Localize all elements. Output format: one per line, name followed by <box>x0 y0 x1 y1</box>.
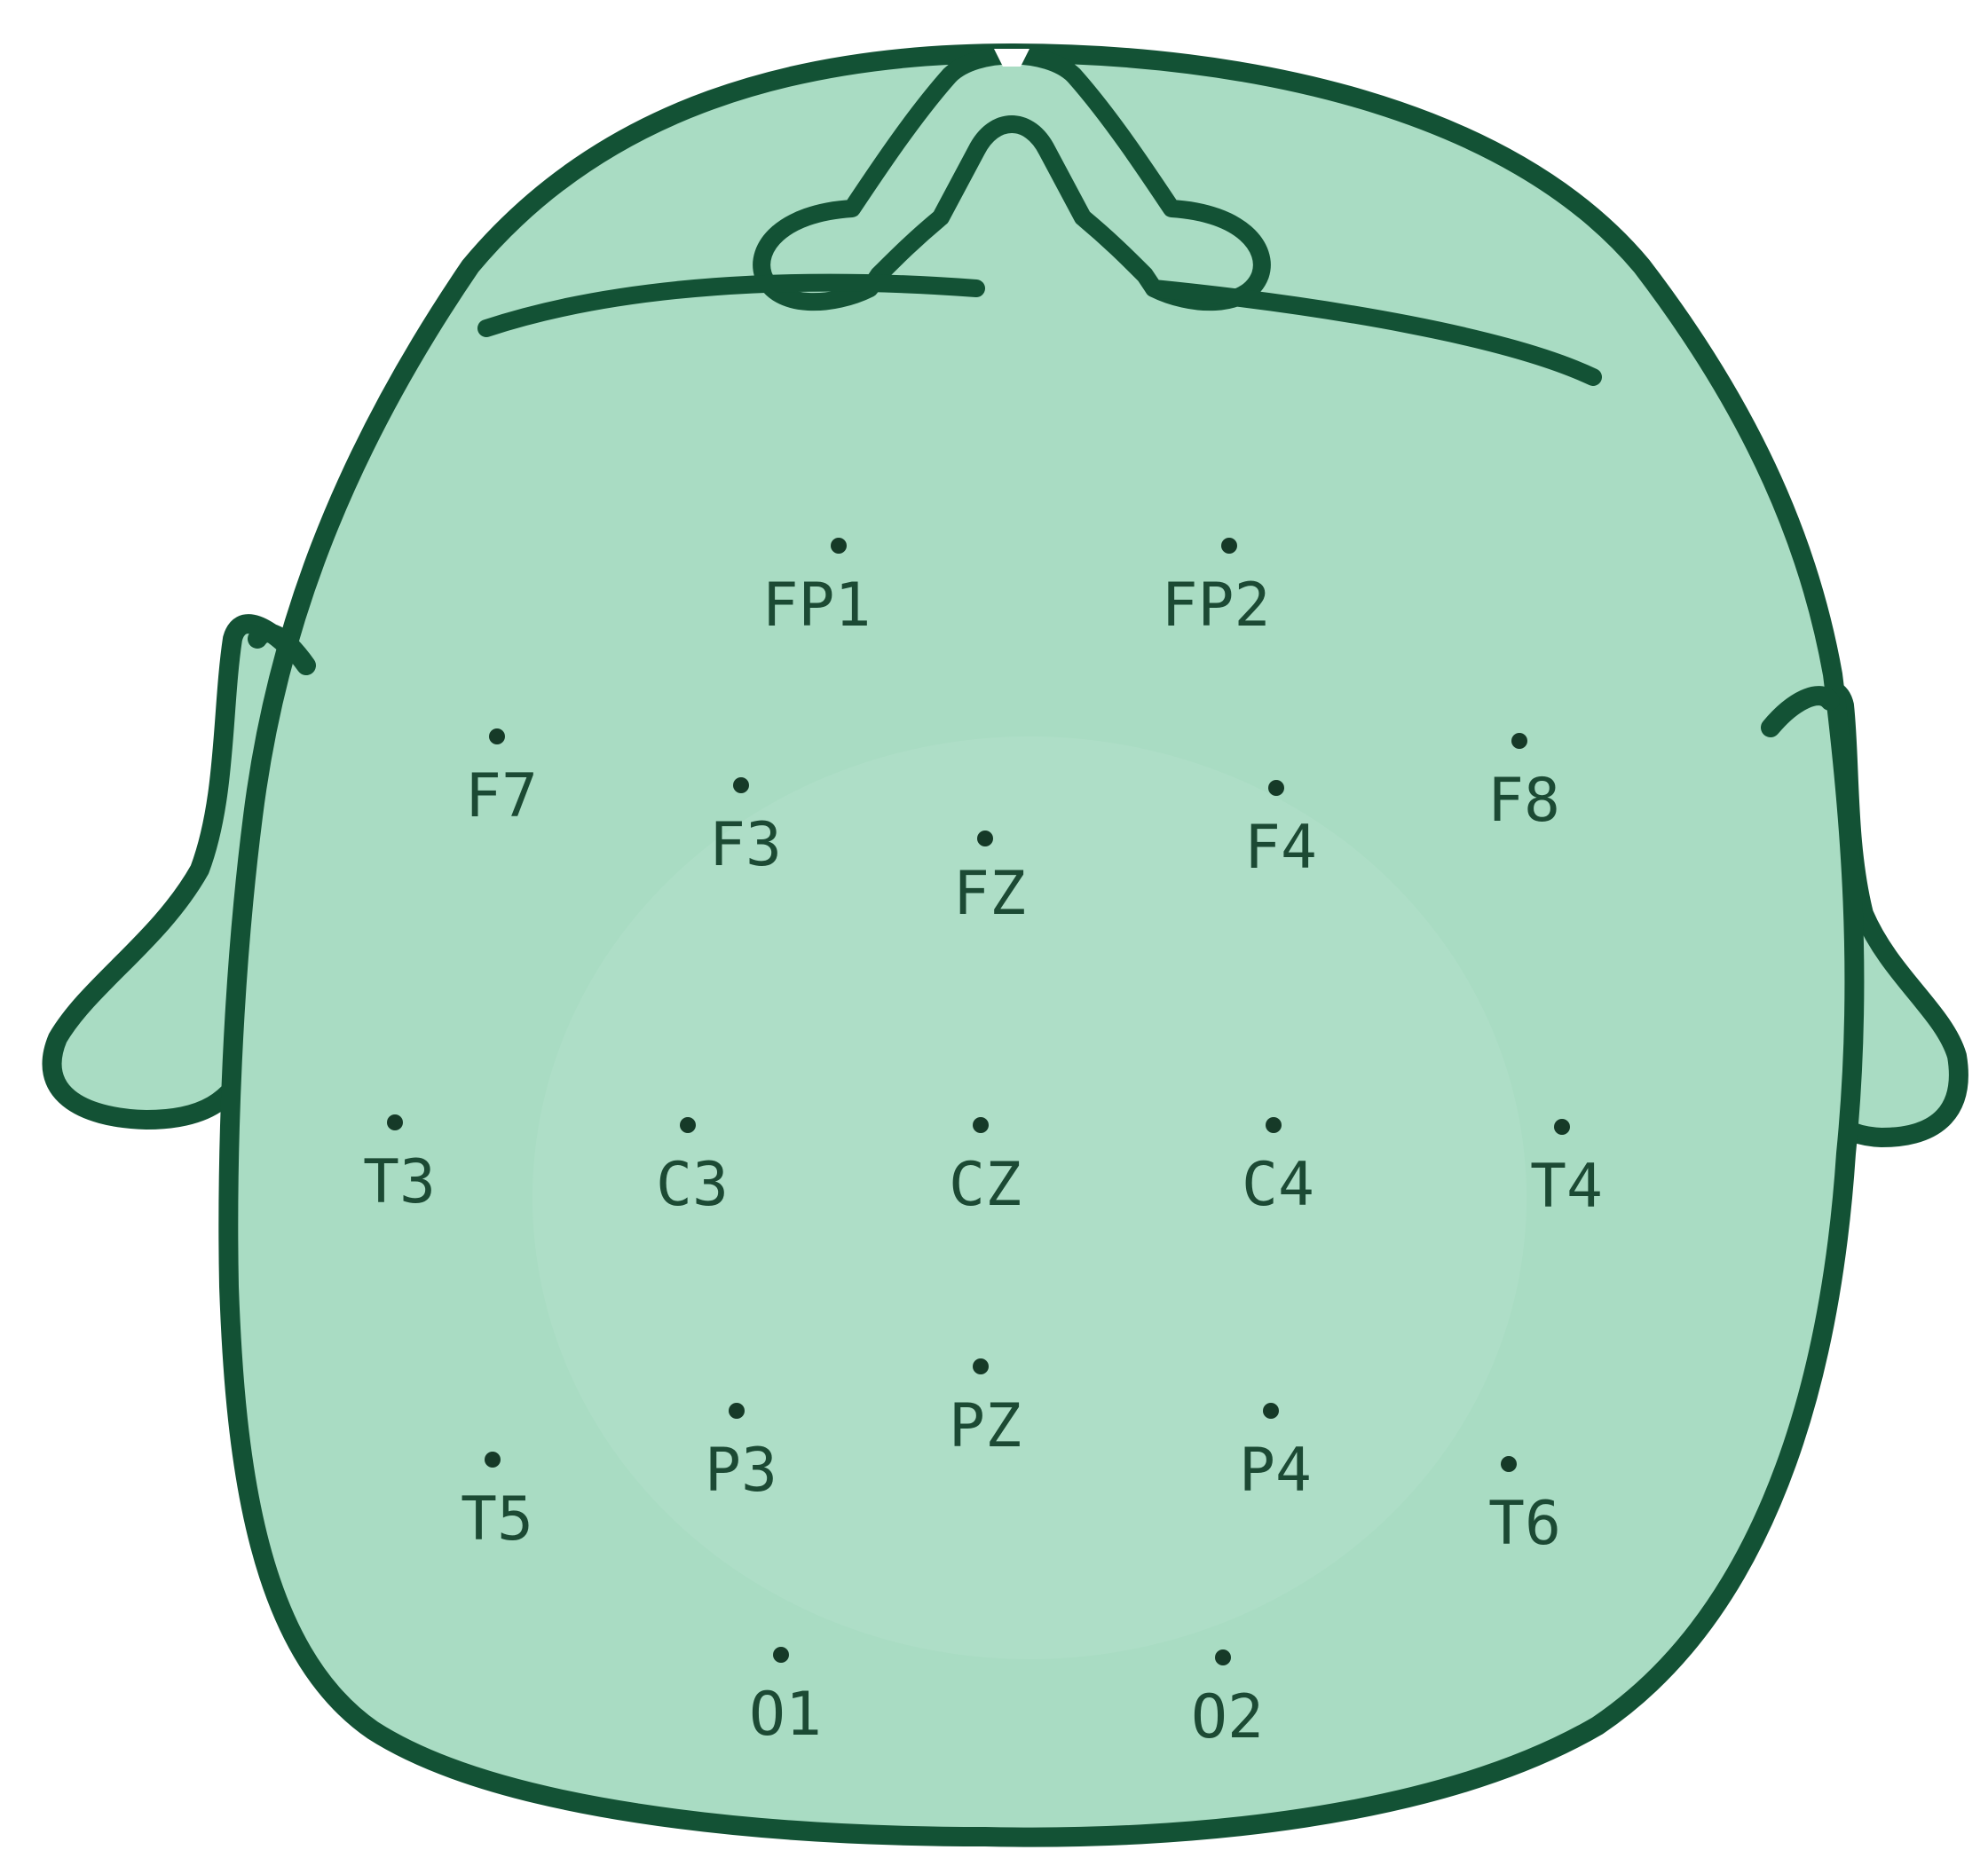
electrode-dot-t6 <box>1501 1456 1517 1472</box>
electrode-dot-f7 <box>489 728 505 744</box>
electrode-label-t5: T5 <box>461 1484 533 1555</box>
electrode-label-fp1: FP1 <box>762 571 872 641</box>
electrode-label-p4: P4 <box>1239 1436 1312 1506</box>
electrode-dot-f3 <box>733 777 749 793</box>
electrode-label-f4: F4 <box>1244 813 1317 883</box>
electrode-label-pz: PZ <box>949 1391 1022 1461</box>
electrode-dot-fp2 <box>1221 538 1237 554</box>
electrode-label-f3: F3 <box>709 810 782 880</box>
electrode-label-fp2: FP2 <box>1162 571 1271 641</box>
electrode-dot-p4 <box>1263 1403 1279 1419</box>
electrode-label-t3: T3 <box>363 1147 436 1217</box>
electrode-label-o1: O1 <box>749 1680 822 1750</box>
electrode-dot-fz <box>977 831 993 846</box>
electrode-label-t4: T4 <box>1530 1152 1603 1222</box>
electrode-label-f8: F8 <box>1487 766 1560 836</box>
electrode-label-p3: P3 <box>705 1436 777 1506</box>
electrode-dot-o2 <box>1215 1649 1231 1665</box>
electrode-dot-o1 <box>773 1647 789 1663</box>
electrode-dot-fp1 <box>831 538 847 554</box>
electrode-dot-f4 <box>1268 780 1284 796</box>
electrode-label-t6: T6 <box>1488 1489 1561 1559</box>
electrode-label-o2: O2 <box>1191 1682 1264 1752</box>
electrode-label-c4: C4 <box>1242 1150 1314 1220</box>
electrode-dot-c3 <box>680 1117 696 1133</box>
electrode-label-cz: CZ <box>949 1150 1022 1220</box>
electrode-dot-c4 <box>1266 1117 1282 1133</box>
electrode-label-f7: F7 <box>465 761 538 831</box>
electrode-dot-f8 <box>1511 733 1527 749</box>
electrode-dot-cz <box>973 1117 989 1133</box>
electrode-dot-t5 <box>485 1452 501 1468</box>
electrode-dot-t3 <box>387 1114 403 1130</box>
electrode-dot-p3 <box>729 1403 745 1419</box>
electrode-dot-t4 <box>1554 1119 1570 1135</box>
electrode-dot-pz <box>973 1358 989 1374</box>
electrode-label-fz: FZ <box>953 859 1026 929</box>
electrode-label-c3: C3 <box>656 1150 729 1220</box>
